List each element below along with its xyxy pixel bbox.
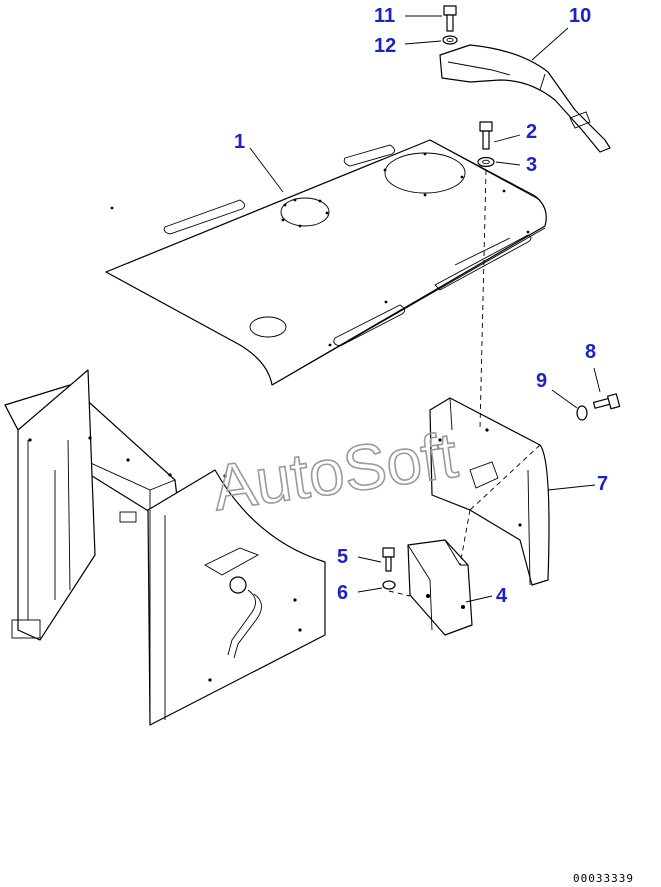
alignment-line — [459, 509, 471, 566]
part-10-bracket — [439, 44, 611, 153]
callout-10: 10 — [569, 5, 591, 27]
part-12-washer — [442, 35, 458, 45]
part-9-washer — [576, 405, 588, 421]
alignment-line — [388, 590, 411, 597]
callout-8: 8 — [585, 341, 596, 363]
watermark: AutoSoft — [208, 419, 461, 524]
callout-11: 11 — [374, 5, 395, 27]
callout-6: 6 — [337, 582, 348, 604]
part-8-bolt — [592, 393, 621, 410]
leader-lines — [249, 15, 601, 603]
callout-3: 3 — [526, 154, 537, 176]
callout-4: 4 — [496, 585, 508, 607]
part-2-bolt — [479, 121, 493, 150]
part-4-bracket — [407, 539, 473, 636]
alignment-line — [469, 444, 541, 511]
callout-9: 9 — [536, 370, 547, 392]
part-6-washer — [382, 580, 396, 590]
callout-7: 7 — [597, 473, 608, 495]
part-5-bolt — [382, 547, 395, 572]
part-3-washer — [477, 156, 495, 168]
left-frame-assembly — [4, 369, 326, 726]
callout-2: 2 — [526, 121, 537, 143]
part-11-bolt — [443, 5, 457, 32]
callout-1: 1 — [234, 131, 245, 153]
callout-5: 5 — [337, 546, 348, 568]
callout-12: 12 — [374, 35, 396, 57]
part-1-top-cover — [105, 139, 547, 386]
alignment-line — [479, 169, 487, 429]
part-7-side-panel — [429, 397, 550, 586]
drawing-code: 00033339 — [573, 872, 634, 885]
